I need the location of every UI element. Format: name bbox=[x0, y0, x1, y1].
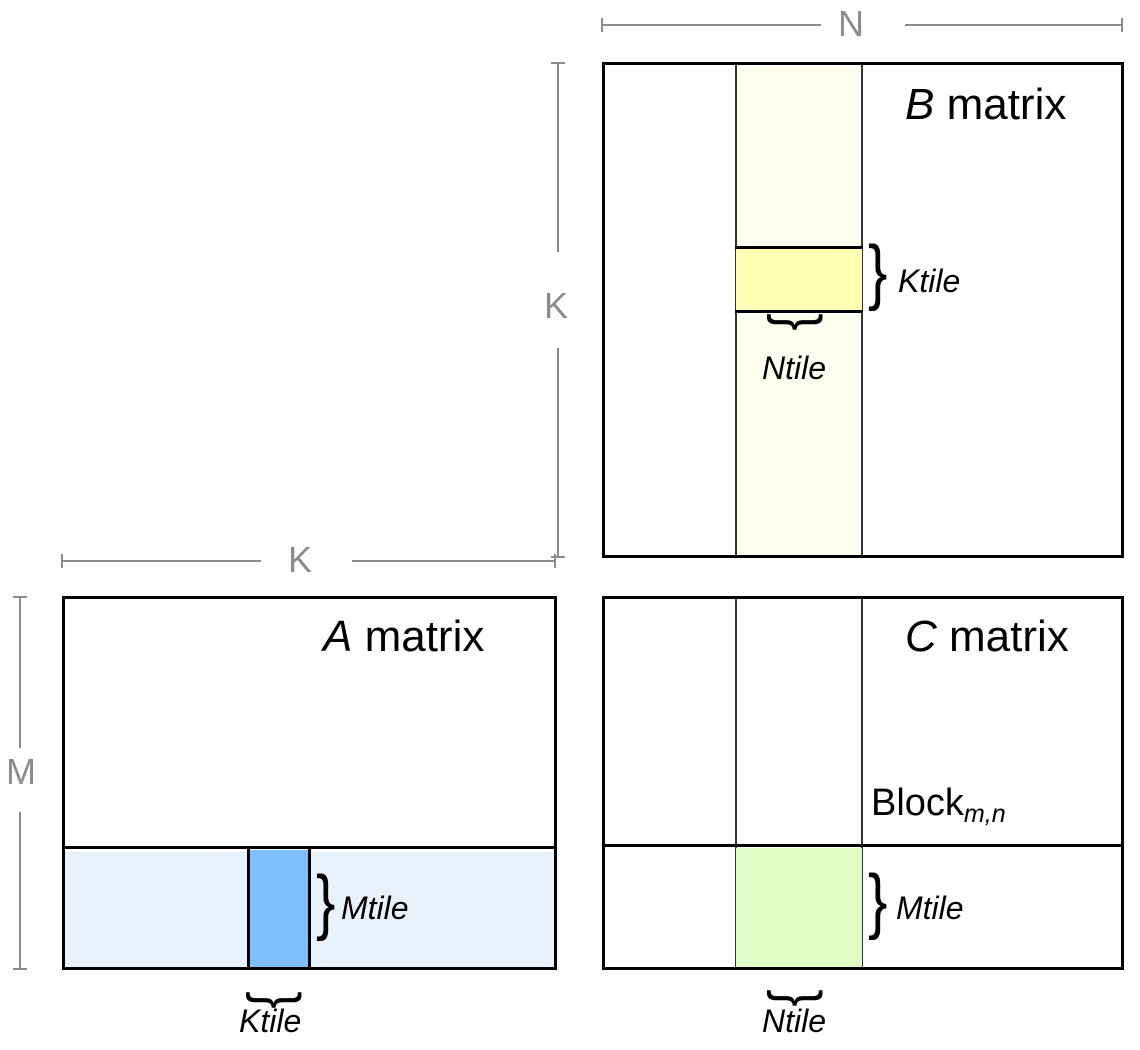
dimension-n-line-right bbox=[905, 24, 1123, 26]
matrix-a-box: A matrix bbox=[62, 596, 557, 970]
matrix-a-title: A matrix bbox=[323, 615, 484, 659]
matrix-a-letter: A bbox=[323, 612, 353, 661]
dimension-n-line-left bbox=[601, 24, 821, 26]
dimension-m-line-bottom bbox=[19, 812, 21, 970]
dimension-k-horizontal-label: K bbox=[288, 539, 313, 580]
matrix-c-row-divider bbox=[605, 844, 1121, 847]
dimension-m-cap-bottom bbox=[13, 968, 27, 970]
matrix-c-column-divider-right bbox=[861, 599, 863, 967]
dimension-k-vertical-line-top bbox=[557, 62, 559, 252]
matrix-b-tile bbox=[736, 248, 862, 310]
matrix-a-tile-left-rule bbox=[247, 846, 250, 967]
matrix-b-box: B matrix bbox=[602, 62, 1124, 558]
matrix-b-letter: B bbox=[905, 80, 935, 129]
matrix-a-ktile-label: Ktile bbox=[239, 1003, 302, 1039]
matrix-b-ktile-label: Ktile bbox=[898, 263, 961, 299]
dimension-k-horizontal-line-right bbox=[352, 560, 556, 562]
matrix-c-block-text: Block bbox=[871, 782, 964, 824]
matrix-b-tile-top-rule bbox=[735, 246, 863, 249]
matrix-a-mtile-label: Mtile bbox=[341, 890, 409, 926]
dimension-k-vertical-label: K bbox=[544, 285, 569, 326]
matrix-c-letter: C bbox=[905, 612, 937, 661]
matrix-c-title: C matrix bbox=[905, 615, 1069, 659]
matrix-b-ntile-brace: } bbox=[765, 313, 833, 331]
dimension-n-cap-right bbox=[1121, 18, 1123, 32]
matrix-c-mtile-label: Mtile bbox=[896, 890, 964, 926]
matrix-b-ntile-label: Ntile bbox=[762, 350, 827, 386]
dimension-m-label: M bbox=[6, 751, 36, 792]
dimension-k-vertical-line-bottom bbox=[557, 348, 559, 558]
matrix-c-mtile-brace: } bbox=[868, 859, 888, 941]
matrix-c-tile bbox=[736, 848, 862, 967]
matrix-b-ktile-brace: } bbox=[868, 230, 888, 312]
matrix-c-block-subscript: m,n bbox=[963, 800, 1006, 829]
matrix-a-tile bbox=[248, 850, 308, 967]
matrix-c-word: matrix bbox=[936, 612, 1069, 661]
dimension-m-line-top bbox=[19, 596, 21, 748]
matrix-b-word: matrix bbox=[934, 80, 1067, 129]
matrix-b-tile-bottom-rule bbox=[735, 310, 863, 313]
matrix-c-ntile-label: Ntile bbox=[762, 1003, 827, 1039]
matrix-c-column-divider-left bbox=[735, 599, 737, 967]
dimension-k-horizontal-line-left bbox=[61, 560, 261, 562]
dimension-k-horizontal-cap-right bbox=[554, 554, 556, 568]
matrix-a-tile-right-rule bbox=[308, 846, 311, 967]
dimension-n-label: N bbox=[838, 3, 864, 44]
matrix-c-block-label: Blockm,n bbox=[871, 782, 1006, 827]
dimension-k-vertical-cap-bottom bbox=[551, 556, 565, 558]
matrix-b-title: B matrix bbox=[905, 83, 1066, 127]
matrix-a-mtile-brace: } bbox=[316, 860, 336, 942]
matrix-c-box: C matrix Blockm,n bbox=[602, 596, 1124, 970]
matrix-a-word: matrix bbox=[352, 612, 485, 661]
